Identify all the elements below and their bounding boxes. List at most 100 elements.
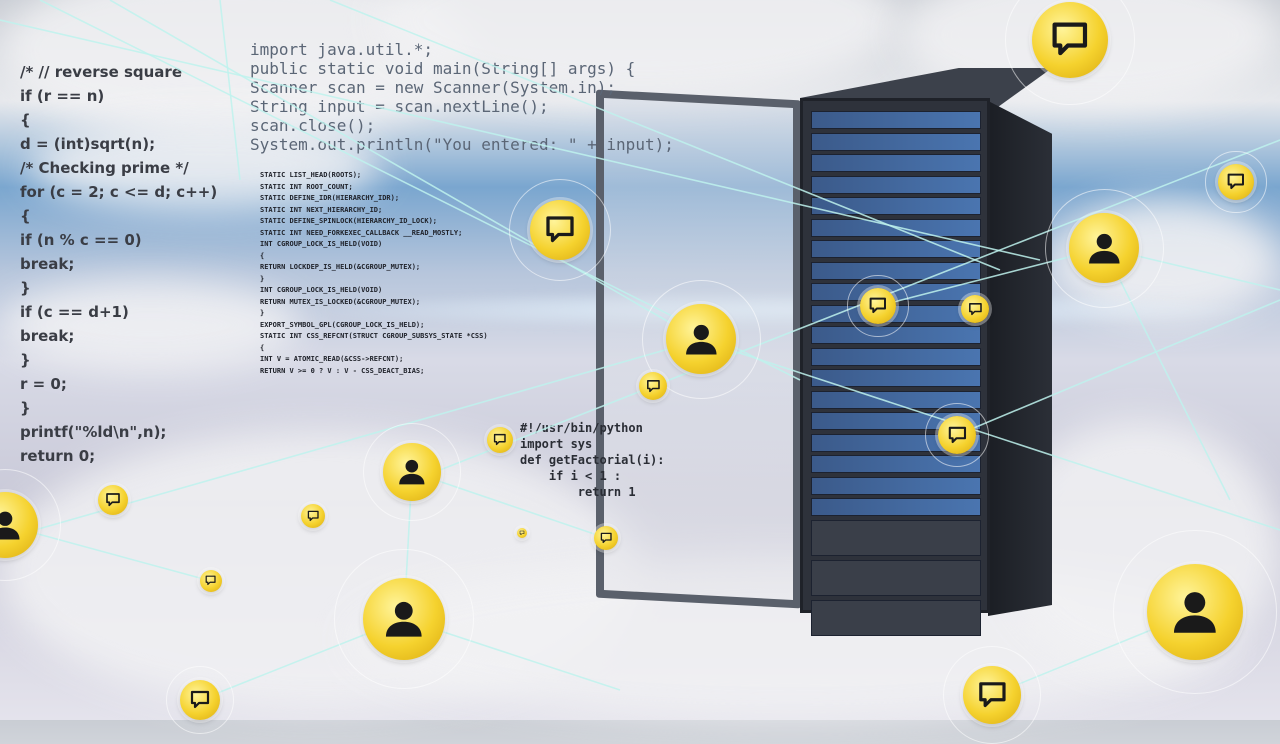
code-line: EXPORT_SYMBOL_GPL(CGROUP_LOCK_IS_HELD); xyxy=(260,320,425,329)
code-line: printf("%ld\n",n); xyxy=(20,423,167,441)
code-line: STATIC INT ROOT_COUNT; xyxy=(260,182,353,191)
chat-bubble-icon xyxy=(487,427,513,453)
code-line: if (r == n) xyxy=(20,87,105,105)
server-unit xyxy=(811,154,981,172)
user-icon xyxy=(1147,564,1243,660)
code-line: break; xyxy=(20,327,75,345)
code-overlay-kernel: STATIC LIST_HEAD(ROOTS); STATIC INT ROOT_… xyxy=(260,170,488,377)
network-link xyxy=(329,0,1001,271)
server-unit xyxy=(811,559,981,596)
code-line: } xyxy=(20,351,31,369)
code-line: return 1 xyxy=(520,485,636,499)
code-overlay-python: #!/usr/bin/python import sys def getFactor… xyxy=(520,420,665,500)
code-line: String input = scan.nextLine(); xyxy=(250,97,549,116)
network-lines xyxy=(0,0,1280,701)
user-icon xyxy=(383,443,441,501)
code-line: INT V = ATOMIC_READ(&CSS->REFCNT); xyxy=(260,355,404,363)
code-line: def getFactorial(i): xyxy=(520,453,665,467)
node-ring xyxy=(1044,188,1164,308)
code-line: } xyxy=(20,399,31,417)
server-unit xyxy=(811,519,981,556)
code-line: if (c == d+1) xyxy=(20,303,129,321)
server-unit xyxy=(811,498,981,516)
server-unit xyxy=(811,390,981,409)
node-ring xyxy=(334,549,474,689)
code-line: { xyxy=(20,207,31,225)
code-line: /* Checking prime */ xyxy=(20,159,189,177)
code-line: INT CGROUP_LOCK_IS_HELD(VOID) xyxy=(260,240,383,248)
cloud xyxy=(0,280,300,370)
node-ring xyxy=(924,402,990,468)
user-icon xyxy=(666,304,736,374)
node-ring xyxy=(509,179,611,281)
server-rack-side xyxy=(988,100,1052,616)
cloud xyxy=(30,120,380,210)
chat-bubble-icon xyxy=(200,570,222,592)
chat-bubble-icon xyxy=(98,485,128,515)
node-ring xyxy=(362,422,462,522)
code-line: { xyxy=(20,111,31,129)
network-link xyxy=(219,0,241,181)
network-link xyxy=(0,19,1041,261)
user-icon xyxy=(363,578,445,660)
chat-bubble-icon xyxy=(963,666,1021,724)
node-ring xyxy=(641,279,761,399)
server-unit xyxy=(811,476,981,495)
chat-bubble-icon xyxy=(517,528,527,538)
chat-bubble-icon xyxy=(639,372,667,400)
chat-bubble-icon xyxy=(961,295,989,323)
code-line: for (c = 2; c <= d; c++) xyxy=(20,183,218,201)
user-icon xyxy=(1069,213,1139,283)
code-line: RETURN MUTEX_IS_LOCKED(&CGROUP_MUTEX); xyxy=(260,297,421,306)
code-line: STATIC DEFINE_SPINLOCK(HIERARCHY_ID_LOCK… xyxy=(260,217,438,225)
chat-bubble-icon xyxy=(594,526,618,550)
code-line: STATIC INT NEXT_HIERARCHY_ID; xyxy=(260,205,383,214)
code-line: RETURN V >= 0 ? V : V - CSS_DEACT_BIAS; xyxy=(260,366,425,375)
chat-bubble-icon xyxy=(301,504,325,528)
network-link xyxy=(699,339,1280,531)
server-unit xyxy=(811,369,981,387)
chat-bubble-icon xyxy=(1218,164,1254,200)
node-ring xyxy=(1113,530,1277,694)
chat-bubble-icon xyxy=(530,200,590,260)
server-rack xyxy=(790,68,1052,636)
code-line: break; xyxy=(20,255,75,273)
code-line: INT CGROUP_LOCK_IS_HELD(VOID) xyxy=(260,286,383,294)
server-rack-front xyxy=(800,98,990,636)
server-unit xyxy=(811,111,981,129)
code-line: } xyxy=(260,309,265,317)
code-line: if i < 1 : xyxy=(520,469,622,483)
server-unit xyxy=(811,599,981,636)
code-line: } xyxy=(260,274,265,283)
chat-bubble-icon xyxy=(860,288,896,324)
code-line: if (n % c == 0) xyxy=(20,231,142,249)
server-unit xyxy=(811,175,981,194)
node-ring xyxy=(847,275,909,337)
code-line: { xyxy=(260,343,265,352)
network-link xyxy=(109,0,701,341)
code-line: public static void main(String[] args) { xyxy=(250,59,636,78)
code-line: /* // reverse square xyxy=(20,63,183,81)
code-line: STATIC LIST_HEAD(ROOTS); xyxy=(260,171,362,179)
code-line: } xyxy=(20,279,31,297)
chat-bubble-icon xyxy=(938,416,976,454)
node-ring xyxy=(1205,151,1267,213)
code-line: STATIC INT CSS_REFCNT(STRUCT CGROUP_SUBS… xyxy=(260,332,488,340)
code-line: import sys xyxy=(520,437,593,451)
server-unit xyxy=(811,347,981,366)
code-line: import java.util.*; xyxy=(250,40,434,59)
network-link xyxy=(956,299,1280,436)
code-line: r = 0; xyxy=(20,375,67,393)
chat-bubble-icon xyxy=(180,680,220,720)
server-unit xyxy=(811,132,981,151)
code-line: #!/usr/bin/python xyxy=(520,421,643,435)
code-line: { xyxy=(260,251,265,260)
code-line: Scanner scan = new Scanner(System.in); xyxy=(250,78,617,97)
code-line: STATIC INT NEED_FORKEXEC_CALLBACK __READ… xyxy=(260,228,463,237)
code-line: d = (int)sqrt(n); xyxy=(20,135,156,153)
code-overlay-c: /* // reverse square if (r == n) { d = (int… xyxy=(20,60,217,468)
code-line: STATIC DEFINE_IDR(HIERARCHY_IDR); xyxy=(260,194,400,202)
chat-bubble-icon xyxy=(1032,2,1108,78)
code-line: RETURN LOCKDEP_IS_HELD(&CGROUP_MUTEX); xyxy=(260,263,421,271)
code-line: return 0; xyxy=(20,447,96,465)
